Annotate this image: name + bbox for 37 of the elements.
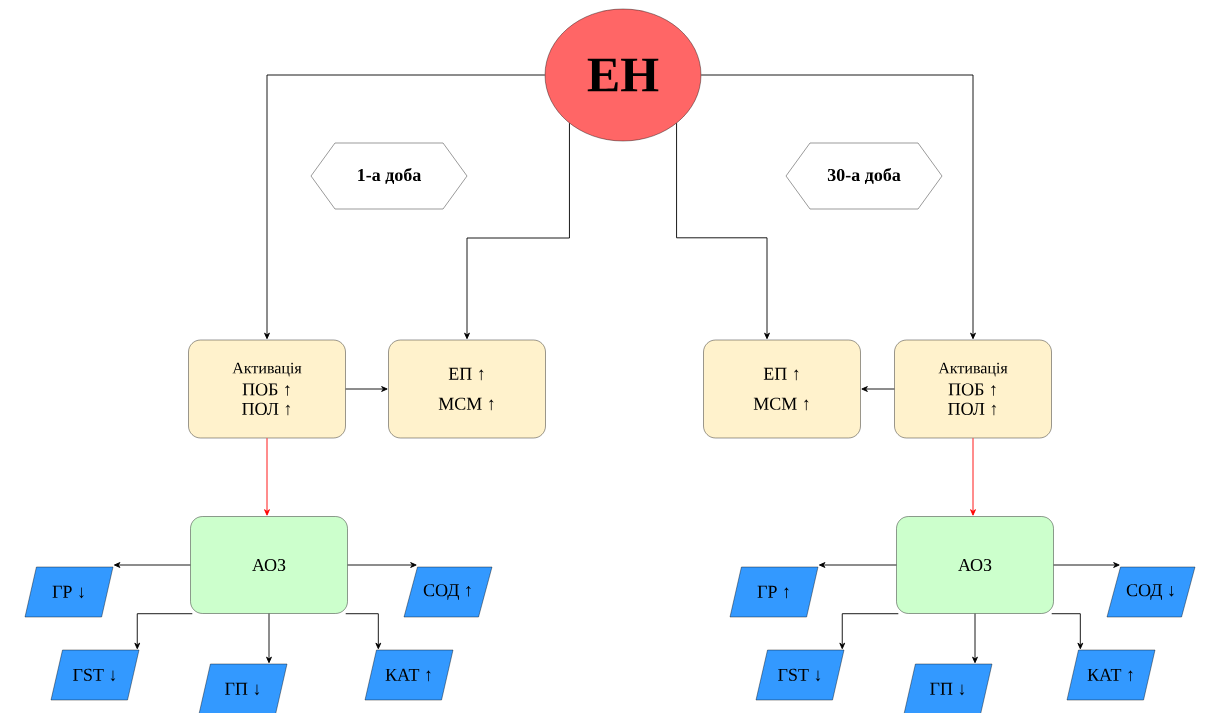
arrow — [1053, 562, 1120, 568]
parallelogram-box: ГП ↓ — [903, 663, 993, 713]
arrow — [861, 386, 895, 392]
parallelogram-box: ГST ↓ — [50, 649, 140, 701]
hexagon-label: 1-а доба — [310, 142, 468, 210]
arrow — [839, 613, 899, 650]
arrow — [347, 562, 417, 568]
arrow — [1051, 613, 1084, 650]
process-box: Активація ПОБ ↑ ПОЛ ↑ — [188, 339, 346, 439]
hexagon-label: 30-а доба — [785, 142, 943, 210]
parallelogram-box: СОД ↑ — [403, 566, 493, 618]
arrow — [970, 437, 976, 516]
process-box: ЕП ↑ МСМ ↑ — [388, 339, 546, 439]
arrow — [264, 74, 546, 340]
arrow — [676, 122, 770, 340]
parallelogram-box: СОД ↓ — [1106, 566, 1196, 618]
parallelogram-box: ГST ↓ — [755, 649, 845, 701]
parallelogram-box: ГР ↑ — [729, 566, 819, 618]
arrow — [700, 74, 976, 340]
ellipse-node: ЕН — [544, 8, 702, 142]
arrow — [464, 122, 570, 340]
arrow — [972, 613, 978, 664]
process-box: АОЗ — [896, 516, 1054, 614]
parallelogram-box: ГП ↓ — [198, 663, 288, 713]
arrow — [113, 562, 191, 568]
process-box: Активація ПОБ ↑ ПОЛ ↑ — [894, 339, 1052, 439]
arrow — [134, 613, 193, 650]
parallelogram-box: КАТ ↑ — [1066, 649, 1156, 701]
process-box: ЕП ↑ МСМ ↑ — [703, 339, 861, 439]
arrow — [345, 613, 382, 650]
parallelogram-box: КАТ ↑ — [364, 649, 454, 701]
arrow — [345, 386, 388, 392]
arrow — [818, 562, 897, 568]
arrow — [266, 613, 272, 664]
process-box: АОЗ — [190, 516, 348, 614]
arrow — [264, 437, 270, 516]
parallelogram-box: ГР ↓ — [24, 566, 114, 618]
